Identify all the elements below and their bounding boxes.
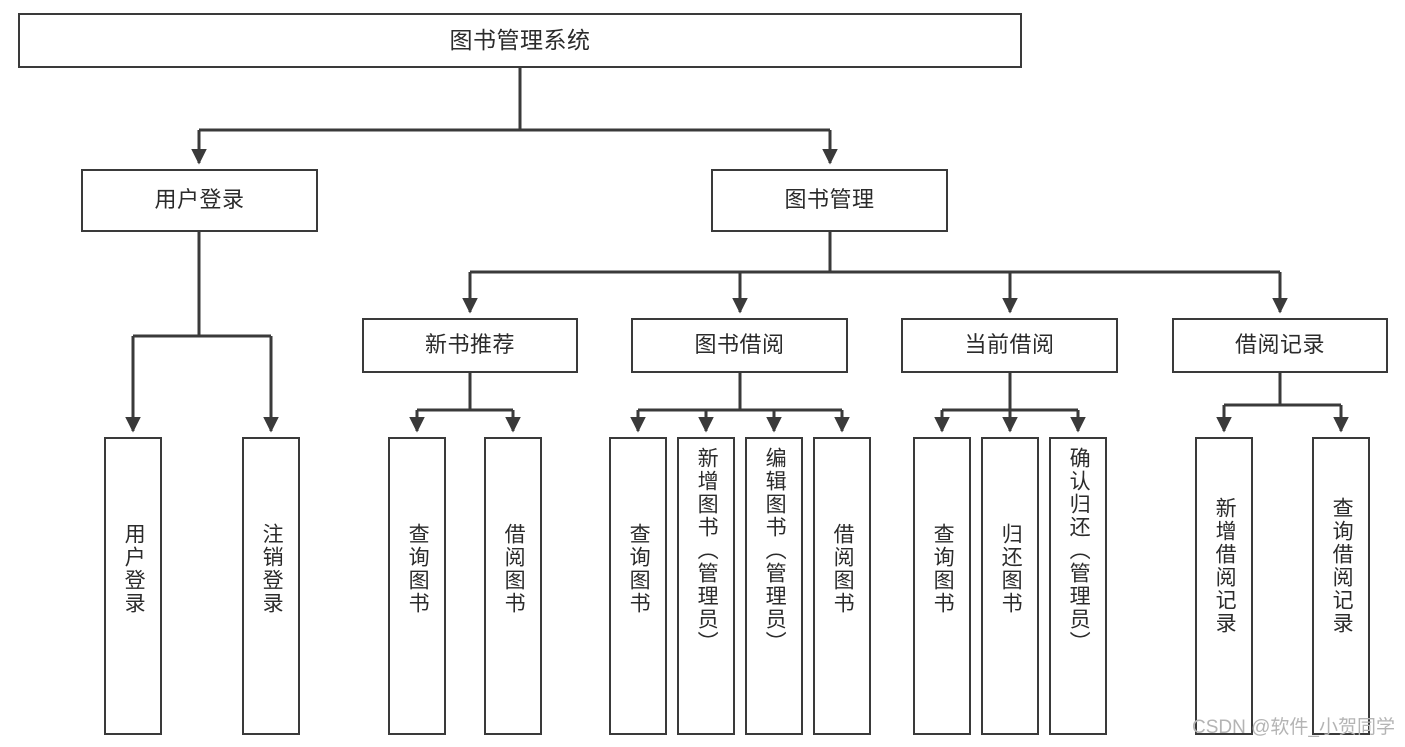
node-leaf-user-logout-label: 注销登录 <box>260 523 284 615</box>
node-borrow-record-label: 借阅记录 <box>1234 332 1325 358</box>
watermark-text: CSDN @软件_小贺同学 <box>1192 717 1395 738</box>
node-book-management[interactable]: 图书管理 <box>711 169 948 232</box>
node-leaf-add-book-label: 新增图书（管理员） <box>695 447 719 654</box>
node-leaf-borrow-book-2-label: 借阅图书 <box>831 523 855 615</box>
node-leaf-confirm-return[interactable]: 确认归还（管理员） <box>1049 437 1107 735</box>
node-leaf-query-book-2[interactable]: 查询图书 <box>609 437 667 735</box>
node-leaf-query-book-2-label: 查询图书 <box>627 523 651 615</box>
node-current-borrow-label: 当前借阅 <box>964 332 1055 358</box>
node-leaf-edit-book[interactable]: 编辑图书（管理员） <box>745 437 803 735</box>
node-leaf-query-book-1[interactable]: 查询图书 <box>388 437 446 735</box>
node-book-management-label: 图书管理 <box>784 187 875 213</box>
node-leaf-borrow-book-1[interactable]: 借阅图书 <box>484 437 542 735</box>
node-leaf-add-book[interactable]: 新增图书（管理员） <box>677 437 735 735</box>
node-leaf-confirm-return-label: 确认归还（管理员） <box>1067 447 1091 654</box>
node-leaf-user-login[interactable]: 用户登录 <box>104 437 162 735</box>
node-root[interactable]: 图书管理系统 <box>18 13 1022 68</box>
node-user-login[interactable]: 用户登录 <box>81 169 318 232</box>
node-leaf-query-record-label: 查询借阅记录 <box>1330 497 1354 635</box>
node-new-book-recommend-label: 新书推荐 <box>424 332 515 358</box>
node-leaf-add-record-label: 新增借阅记录 <box>1213 497 1237 635</box>
node-leaf-return-book-label: 归还图书 <box>999 523 1023 615</box>
node-leaf-add-record[interactable]: 新增借阅记录 <box>1195 437 1253 735</box>
node-book-borrow[interactable]: 图书借阅 <box>631 318 848 373</box>
node-leaf-user-login-label: 用户登录 <box>122 523 146 615</box>
node-book-borrow-label: 图书借阅 <box>694 332 785 358</box>
node-leaf-edit-book-label: 编辑图书（管理员） <box>763 447 787 654</box>
node-leaf-borrow-book-2[interactable]: 借阅图书 <box>813 437 871 735</box>
node-leaf-borrow-book-1-label: 借阅图书 <box>502 523 526 615</box>
node-leaf-user-logout[interactable]: 注销登录 <box>242 437 300 735</box>
node-root-label: 图书管理系统 <box>449 26 591 53</box>
node-leaf-query-book-3[interactable]: 查询图书 <box>913 437 971 735</box>
node-borrow-record[interactable]: 借阅记录 <box>1172 318 1388 373</box>
node-leaf-query-book-1-label: 查询图书 <box>406 523 430 615</box>
node-current-borrow[interactable]: 当前借阅 <box>901 318 1118 373</box>
node-new-book-recommend[interactable]: 新书推荐 <box>362 318 578 373</box>
node-leaf-query-book-3-label: 查询图书 <box>931 523 955 615</box>
node-leaf-query-record[interactable]: 查询借阅记录 <box>1312 437 1370 735</box>
node-user-login-label: 用户登录 <box>154 187 245 213</box>
node-leaf-return-book[interactable]: 归还图书 <box>981 437 1039 735</box>
